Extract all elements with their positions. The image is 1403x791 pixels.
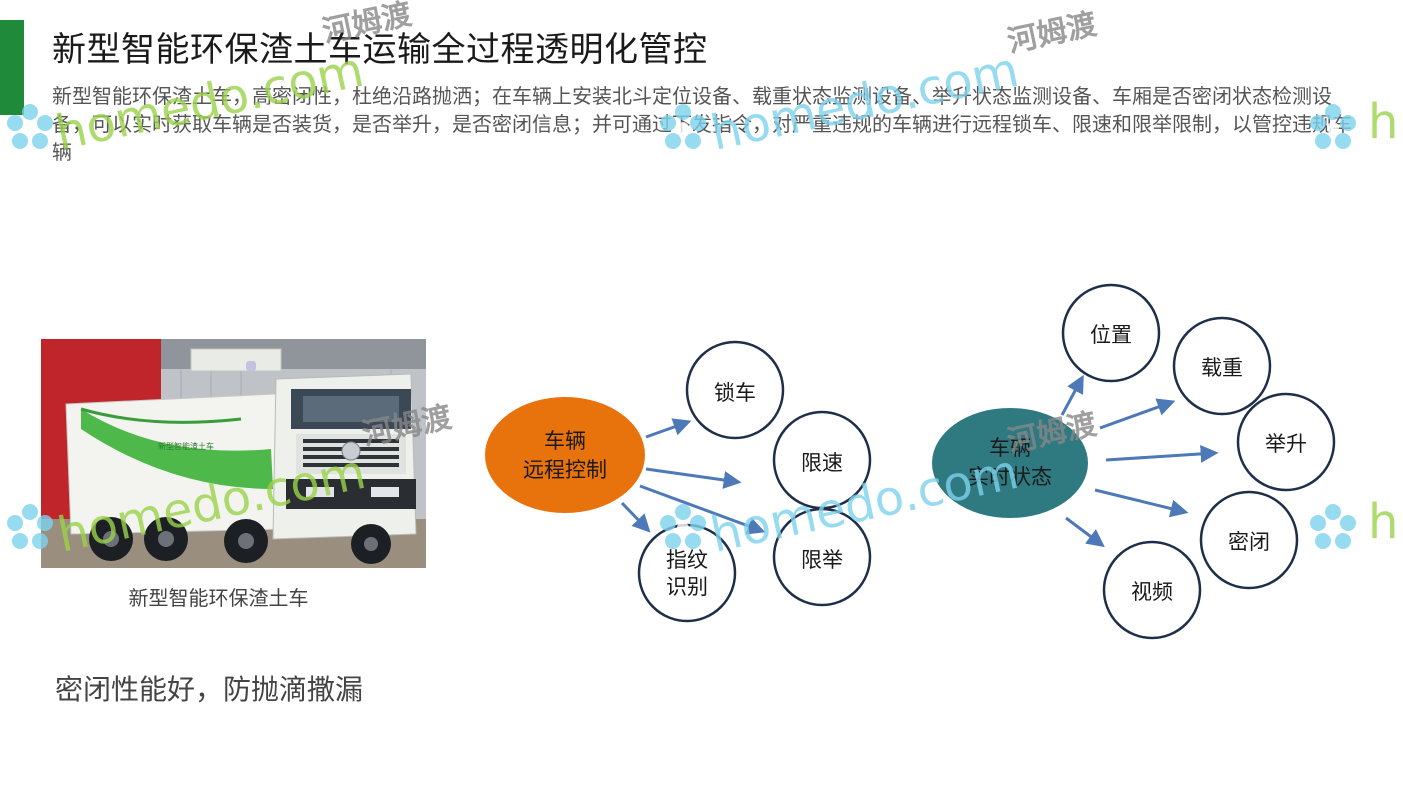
control-arrows (620, 418, 766, 535)
slide-description: 新型智能环保渣土车，高密闭性，杜绝沿路抛洒；在车辆上安装北斗定位设备、载重状态监… (52, 84, 1352, 164)
watermark-bottom-left: homedo.com 河姆渡 (7, 400, 456, 564)
arrow-to-lock (645, 418, 692, 439)
arrow-to-sealed (1094, 488, 1189, 518)
watermark-top-right: h (1310, 94, 1398, 150)
status-node-video: 视频 (1102, 540, 1202, 640)
watermark-flower-icon (7, 104, 53, 149)
watermark-top-mid: homedo.com 河姆渡 (660, 7, 1101, 162)
watermark-cn-top-mid: 河姆渡 (1004, 7, 1100, 60)
title-accent-bar (0, 20, 24, 115)
watermark-flower-icon (1310, 504, 1356, 549)
watermark-flower-icon (660, 504, 706, 549)
watermark-flower-icon (7, 504, 53, 549)
arrow-to-speed-limit (645, 467, 742, 489)
realtime-status-label-2: 实时状态 (968, 465, 1052, 489)
truck-door-text: 新型智能渣土车 (158, 441, 214, 451)
status-node-position-label: 位置 (1090, 323, 1132, 347)
status-node-sealed: 密闭 (1199, 490, 1299, 590)
control-node-fingerprint-label-2: 识别 (666, 575, 708, 599)
arrow-to-load (1099, 398, 1176, 430)
truck-caption: 新型智能环保渣土车 (128, 586, 309, 610)
watermark-cn-top: 河姆渡 (319, 0, 415, 50)
control-node-lock-label: 锁车 (714, 381, 756, 405)
arrow-to-lift (1105, 444, 1219, 463)
watermark-flower-icon (1310, 104, 1356, 149)
watermark-top: homedo.com 河姆渡 (7, 0, 416, 162)
status-node-load-label: 载重 (1201, 356, 1243, 380)
status-arrows (1060, 374, 1219, 548)
status-node-sealed-label: 密闭 (1228, 530, 1270, 554)
arrow-to-lift-limit (639, 484, 766, 535)
watermark-layer: homedo.com 河姆渡 homedo.com 河姆渡 h homedo.c… (7, 0, 1398, 564)
watermark-en-top-mid: homedo.com (706, 42, 1024, 162)
watermark-en-bottom-left: homedo.com (53, 444, 371, 564)
truck-photo: 新型智能渣土车 (41, 339, 426, 568)
remote-control-label-1: 车辆 (544, 429, 586, 453)
status-node-lift: 举升 (1236, 392, 1336, 492)
control-node-lift-limit: 限举 (772, 507, 872, 607)
bottom-note: 密闭性能好，防抛滴撒漏 (55, 673, 364, 706)
slide-title: 新型智能环保渣土车运输全过程透明化管控 (52, 30, 708, 70)
status-node-lift-label: 举升 (1265, 432, 1307, 456)
control-node-speed-limit-label: 限速 (801, 451, 843, 475)
arrow-to-position (1060, 374, 1084, 416)
remote-control-hub: 车辆 远程控制 (485, 397, 645, 513)
watermark-flower-icon (660, 104, 706, 149)
control-node-speed-limit: 限速 (772, 410, 872, 510)
watermark-bottom-right: h (1310, 494, 1398, 550)
control-node-lift-limit-label: 限举 (801, 548, 843, 572)
watermark-en-top: homedo.com (51, 42, 369, 162)
watermark-cn-bottom-left: 河姆渡 (359, 400, 455, 453)
control-node-fingerprint: 指纹 识别 (637, 523, 737, 623)
status-node-video-label: 视频 (1131, 580, 1173, 604)
remote-control-label-2: 远程控制 (523, 458, 607, 482)
watermark-en-bottom-right: h (1368, 494, 1398, 550)
status-node-load: 载重 (1172, 316, 1272, 416)
control-node-fingerprint-label-1: 指纹 (666, 548, 708, 572)
realtime-status-label-1: 车辆 (989, 436, 1031, 460)
arrow-to-video (1065, 516, 1105, 548)
control-node-lock: 锁车 (685, 340, 785, 440)
arrow-to-fingerprint (620, 501, 651, 533)
realtime-status-hub: 车辆 实时状态 (932, 408, 1088, 518)
status-node-position: 位置 (1061, 283, 1161, 383)
watermark-en-top-right: h (1368, 94, 1398, 150)
